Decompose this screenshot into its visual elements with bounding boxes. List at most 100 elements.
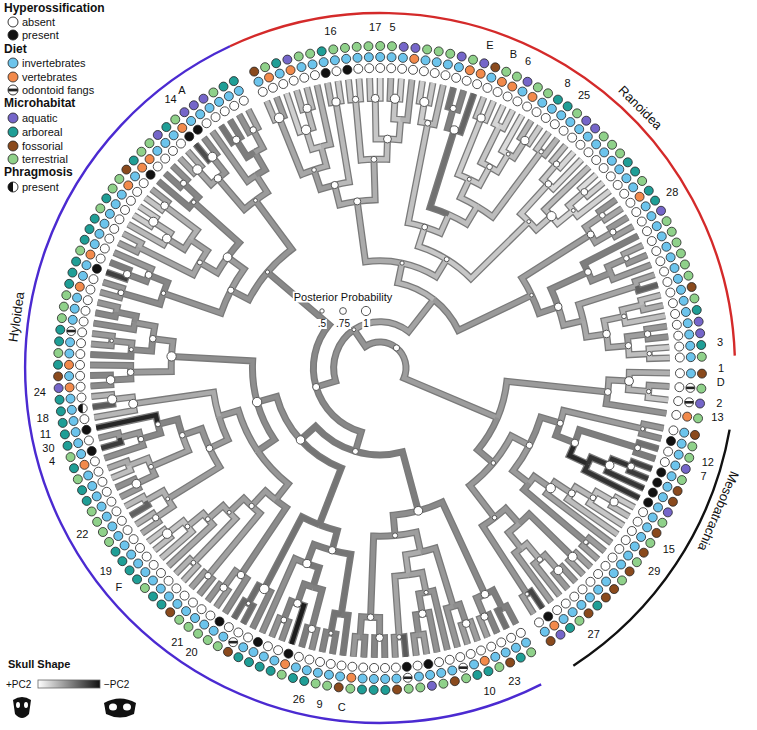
branch-outline — [490, 154, 509, 171]
hyperossification-dot — [568, 133, 577, 142]
branch-outline — [341, 614, 348, 655]
posterior-node — [646, 389, 650, 393]
branch — [145, 491, 167, 501]
microhabitat-dot — [118, 557, 127, 566]
posterior-node — [208, 152, 217, 161]
posterior-node — [303, 559, 311, 567]
hyperossification-dot — [354, 64, 363, 73]
branch-outline — [255, 200, 291, 272]
hyperossification-dot — [376, 64, 385, 73]
hyperossification-dot — [83, 296, 92, 305]
branch — [513, 445, 529, 483]
branch-outline — [353, 637, 360, 657]
diet-dot — [275, 69, 284, 78]
microhabitat-dot — [399, 42, 408, 51]
diet-dot — [187, 116, 196, 125]
diet-dot — [550, 621, 559, 630]
posterior-node — [527, 220, 531, 224]
legend-swatch — [8, 72, 18, 82]
legend-symbol — [8, 30, 18, 40]
diet-dot — [617, 560, 626, 569]
diet-dot — [575, 125, 584, 134]
phragmosis-dot — [78, 404, 83, 413]
branch-outline — [624, 316, 665, 323]
posterior-node — [384, 135, 392, 143]
hyperossification-dot — [672, 320, 681, 329]
hyperossification-dot — [230, 101, 239, 110]
posterior-node — [123, 270, 130, 277]
branch — [521, 544, 540, 560]
microhabitat-dot — [439, 679, 448, 688]
hyperossification-dot — [606, 172, 615, 181]
microhabitat-dot — [469, 55, 478, 64]
diet-dot — [671, 461, 680, 470]
microhabitat-dot — [340, 43, 349, 52]
hyperossification-dot — [92, 264, 101, 273]
diet-dot — [410, 54, 419, 63]
branch — [357, 159, 375, 201]
microhabitat-dot — [96, 204, 105, 213]
diet-dot — [508, 82, 517, 91]
hyperossification-dot — [268, 83, 277, 92]
branch — [187, 514, 207, 527]
legend-swatch — [8, 127, 18, 137]
branch — [478, 418, 498, 463]
microhabitat-dot — [457, 52, 466, 61]
legend-heading: Phragmosis — [4, 166, 73, 179]
hyperossification-dot — [466, 649, 475, 658]
branch-outline — [331, 613, 341, 633]
branch — [414, 635, 419, 656]
callout-label: 8 — [564, 78, 572, 89]
hyperossification-dot — [102, 487, 111, 496]
legend-label: present — [22, 181, 59, 193]
skull-shape-key-label: −PC2 — [104, 679, 129, 690]
diet-dot — [624, 551, 633, 560]
microhabitat-dot — [73, 475, 82, 484]
diet-dot — [265, 73, 274, 82]
hyperossification-dot — [584, 148, 593, 157]
microhabitat-dot — [601, 593, 610, 602]
hyperossification-dot — [305, 655, 314, 664]
posterior-node — [138, 436, 144, 442]
branch-outline — [133, 392, 219, 416]
diet-dot — [117, 190, 126, 199]
hyperossification-dot — [332, 67, 341, 76]
callout-label: D — [716, 377, 726, 388]
branch — [96, 415, 158, 428]
branch — [139, 247, 200, 274]
callout-label: 29 — [647, 565, 661, 576]
posterior-node — [481, 613, 488, 620]
branch-outline — [116, 312, 136, 323]
posterior-node — [371, 156, 377, 162]
hyperossification-dot — [473, 80, 482, 89]
branch — [99, 433, 120, 438]
branch-outline — [519, 514, 573, 557]
branch — [118, 243, 138, 252]
branch-outline — [495, 508, 520, 523]
branch — [353, 637, 360, 657]
posterior-node — [354, 198, 361, 205]
hyperossification-dot — [653, 478, 662, 487]
posterior-node — [312, 168, 317, 173]
posterior-node — [610, 229, 616, 235]
callout-label: A — [177, 85, 186, 96]
branch-outline — [395, 532, 421, 552]
microhabitat-dot — [213, 642, 222, 651]
hyperossification-dot — [87, 446, 96, 455]
hyperossification-dot — [172, 584, 181, 593]
microhabitat-dot — [632, 558, 641, 567]
diet-dot — [686, 369, 695, 378]
microhabitat-dot — [108, 184, 117, 193]
branch — [163, 290, 230, 313]
microhabitat-dot — [140, 584, 149, 593]
diet-dot — [683, 412, 692, 421]
branch — [643, 424, 664, 429]
branch-outline — [187, 514, 207, 527]
microhabitat-dot — [462, 674, 471, 683]
hyperossification-dot — [632, 208, 641, 217]
branch — [579, 286, 637, 321]
hyperossification-dot — [391, 663, 400, 672]
branch-outline — [131, 356, 172, 372]
branch-outline — [523, 594, 534, 614]
microhabitat-dot — [657, 206, 666, 215]
